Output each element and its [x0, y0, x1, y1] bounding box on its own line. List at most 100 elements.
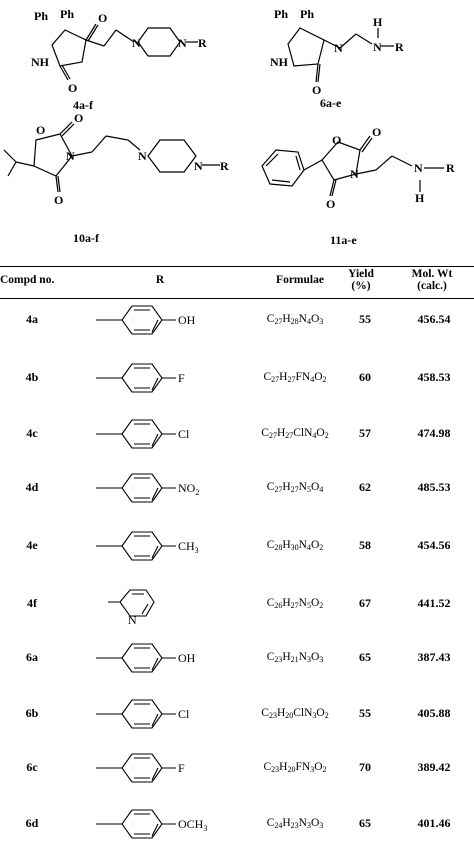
atom-r-4: R — [446, 161, 455, 175]
atom-r-3: R — [220, 159, 229, 173]
molwt-value: 458.53 — [417, 370, 451, 384]
formula: C23H21N3O3 — [266, 651, 324, 664]
atom-n-4: N — [373, 40, 382, 54]
yield-value: 65 — [359, 650, 371, 664]
atom-n-9: N — [414, 161, 423, 175]
substituent-label: F — [178, 371, 185, 385]
r-group-structure: Cl — [96, 699, 190, 729]
r-group-structure: F — [96, 753, 185, 783]
header-yield: Yield (%) — [336, 268, 386, 292]
atom-o-4: O — [36, 123, 45, 137]
atom-o-6: O — [54, 193, 63, 207]
formula: C24H23N3O3 — [266, 817, 324, 830]
header-molwt-line2: (calc.) — [417, 280, 447, 292]
compound-id: 4e — [26, 538, 38, 552]
r-group-structure: CH3 — [96, 531, 199, 561]
atom-nh-2: NH — [270, 55, 289, 69]
structure-label-4: 4a-f — [73, 98, 93, 112]
substituent-label: NO2 — [178, 481, 199, 497]
formula: C27H27N5O4 — [266, 481, 324, 494]
substituent-label: N — [128, 613, 137, 624]
yield-value: 55 — [359, 312, 371, 326]
hydantoin-ring-6 — [287, 27, 325, 67]
molwt-value: 456.54 — [417, 312, 451, 326]
compound-id: 6c — [26, 760, 38, 774]
atom-ph-3: Ph — [274, 7, 288, 21]
table-header-rule — [0, 298, 474, 299]
yield-value: 55 — [359, 706, 371, 720]
compound-id: 6a — [26, 650, 38, 664]
atom-o-9: O — [326, 197, 335, 211]
structure-label-6: 6a-e — [320, 96, 342, 110]
r-group-structure: OH — [96, 305, 196, 335]
compound-id: 4a — [26, 312, 38, 326]
atom-o-1: O — [98, 11, 107, 25]
atom-h-2: H — [415, 191, 425, 205]
molwt-value: 387.43 — [417, 650, 451, 664]
header-yield-line2: (%) — [351, 280, 371, 292]
benzene-ring — [96, 419, 176, 449]
atom-o-3: O — [312, 83, 321, 97]
yield-value: 65 — [359, 816, 371, 830]
table-top-rule — [0, 266, 474, 267]
atom-n-8: N — [350, 167, 359, 181]
compound-id: 4f — [27, 596, 37, 610]
r-group-structure: Cl — [96, 419, 190, 449]
benzene-ring — [96, 473, 176, 503]
substituent-label: OH — [178, 313, 196, 327]
substituent-label: CH3 — [178, 539, 199, 555]
benzene-ring — [96, 305, 176, 335]
header-compd: Compd no. — [0, 274, 55, 286]
benzene-ring — [96, 699, 176, 729]
yield-value: 60 — [359, 370, 371, 384]
atom-n-3: N — [334, 41, 343, 55]
atom-nh-1: NH — [31, 55, 50, 69]
yield-value: 67 — [359, 596, 371, 610]
oxazolidine-ring-11 — [321, 141, 361, 181]
structure-label-11: 11a-e — [330, 233, 357, 247]
atom-o-5: O — [74, 111, 83, 125]
yield-value: 70 — [359, 760, 371, 774]
formula: C26H27N5O2 — [266, 597, 324, 610]
benzene-ring — [96, 809, 176, 839]
atom-n-7: N — [194, 159, 203, 173]
structure-label-10: 10a-f — [73, 231, 99, 245]
table-row: 4a OH C27H28N4O3 55 456.54 — [0, 305, 474, 352]
substituent-label: Cl — [178, 707, 190, 721]
compound-id: 6d — [25, 816, 39, 830]
atom-r-1: R — [198, 36, 207, 50]
benzene-ring — [96, 753, 176, 783]
header-molwt: Mol. Wt (calc.) — [396, 268, 468, 292]
hydantoin-ring-4 — [51, 29, 87, 67]
header-r: R — [155, 274, 165, 286]
molwt-value: 441.52 — [417, 596, 451, 610]
oxazolidine-ring-10 — [33, 133, 73, 177]
r-group-structure: OH — [96, 643, 196, 673]
formula: C27H28N4O3 — [266, 313, 324, 326]
atom-o-8: O — [372, 125, 381, 139]
atom-o-7: O — [332, 133, 341, 147]
formula: C23H20ClN3O2 — [261, 707, 329, 720]
atom-ph-4: Ph — [300, 7, 314, 21]
pyridine-ring — [108, 589, 155, 617]
atom-n-2: N — [178, 36, 187, 50]
r-group-structure: NO2 — [96, 473, 199, 503]
structure-drawings: Ph Ph O NH O N N R Ph Ph NH O N N H R O … — [3, 7, 455, 211]
structure-schemes: Ph Ph O NH O N N R Ph Ph NH O N N H R O … — [0, 0, 474, 262]
yield-value: 62 — [359, 480, 371, 494]
molwt-value: 405.88 — [417, 706, 451, 720]
substituent-label: OCH3 — [178, 817, 207, 833]
atom-n-6: N — [138, 149, 147, 163]
molwt-value: 485.53 — [417, 480, 451, 494]
formula: C27H27FN4O2 — [263, 371, 327, 384]
substituent-label: Cl — [178, 427, 190, 441]
substituent-label: F — [178, 761, 185, 775]
